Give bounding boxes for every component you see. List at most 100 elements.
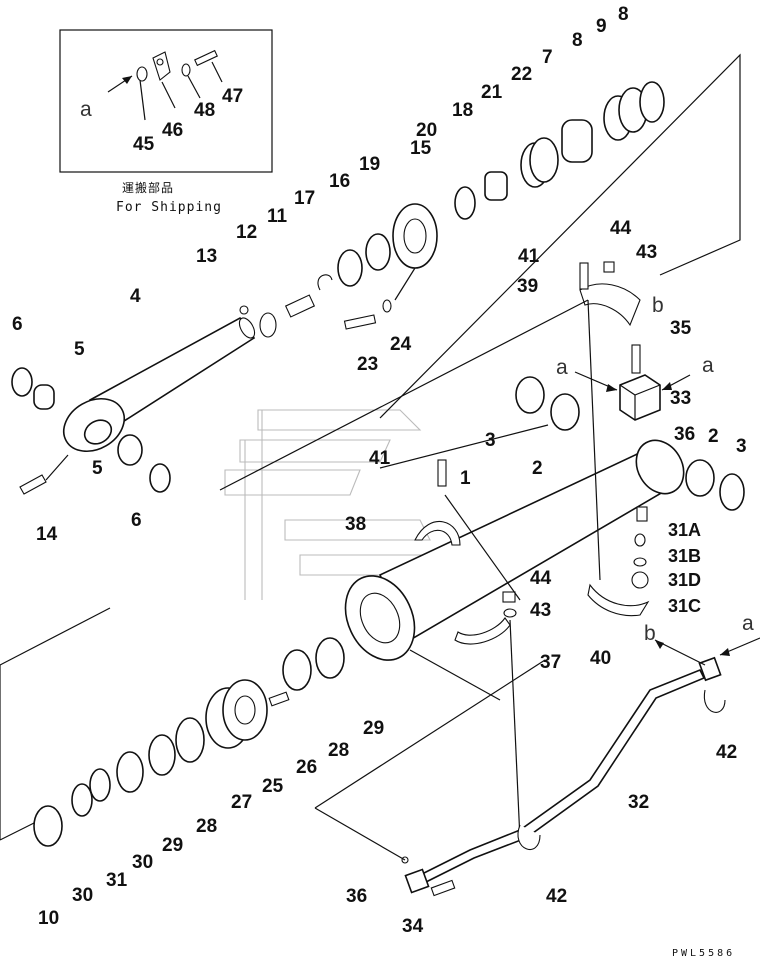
callout-24: 24: [390, 334, 412, 355]
clamp-40-icon: [587, 583, 650, 617]
pipe-32: [404, 656, 722, 894]
callout-32: 32: [628, 792, 649, 813]
shipping-caption-en: For Shipping: [116, 200, 222, 215]
callout-9: 9: [596, 16, 607, 37]
seal-27-icon: [175, 717, 205, 763]
callout-6b: 6: [131, 510, 142, 531]
callout-21: 21: [481, 82, 503, 103]
callout-3b: 3: [736, 436, 747, 457]
washer-43-low-icon: [503, 608, 517, 618]
shipping-caption-jp: 運搬部品: [122, 180, 174, 195]
clamp-38-icon: [414, 521, 461, 546]
plug-31a-icon: [636, 506, 648, 522]
callout-7: 7: [542, 47, 553, 68]
callout-44a: 44: [610, 218, 632, 239]
callout-14: 14: [36, 524, 58, 545]
bolt-34-icon: [430, 879, 456, 897]
washer-24-icon: [382, 299, 392, 313]
callout-36b: 36: [346, 886, 367, 907]
snap-ring-17-icon: [317, 274, 333, 291]
bushing-5a-icon: [33, 384, 55, 410]
callout-8b: 8: [618, 4, 629, 25]
callout-45: 45: [133, 134, 155, 155]
callout-31d: 31D: [668, 570, 701, 590]
callout-18: 18: [452, 100, 473, 121]
bolt-35-icon: [631, 344, 641, 374]
clamp-39-icon: [579, 283, 641, 327]
ring-8b-icon: [639, 81, 665, 123]
callout-22: 22: [511, 64, 532, 85]
view-marker-a-right: a: [702, 354, 714, 377]
bushing-2-right-icon: [685, 459, 715, 497]
bolt-41-top-icon: [579, 262, 589, 290]
callout-42b: 42: [546, 886, 567, 907]
callout-41a: 41: [518, 246, 540, 267]
dust-seal-3-top-icon: [550, 393, 580, 431]
nut-10-icon: [33, 805, 63, 847]
callout-5b: 5: [92, 458, 103, 479]
dust-seal-6b-icon: [149, 463, 171, 493]
screw-26-icon: [268, 691, 290, 707]
seal-19-icon: [365, 233, 391, 271]
callout-30a: 30: [132, 852, 153, 873]
ring-29-upper-icon: [315, 637, 345, 679]
callout-46: 46: [162, 120, 183, 141]
callout-37: 37: [540, 652, 561, 673]
callout-28a: 28: [328, 740, 349, 761]
bolt-47-icon: [194, 49, 218, 67]
ring-29-lower-icon: [116, 751, 144, 793]
callout-31: 31: [106, 870, 128, 891]
grease-fitting-13-icon: [239, 305, 249, 315]
valve-block-33: [619, 374, 661, 421]
leader-lower-frame: [0, 607, 111, 666]
callout-25: 25: [262, 776, 284, 797]
pin-11-icon: [284, 294, 316, 318]
ring-28-lower-icon: [148, 734, 176, 776]
washer-45-icon: [136, 66, 148, 82]
callout-33: 33: [670, 388, 691, 409]
callout-8a: 8: [572, 30, 583, 51]
shipping-inset: [59, 29, 273, 173]
callout-12: 12: [236, 222, 257, 243]
washer-48-icon: [181, 63, 191, 77]
callout-29b: 29: [162, 835, 183, 856]
view-marker-b-pipe: b: [644, 622, 656, 645]
callout-13: 13: [196, 246, 217, 267]
ring-12-icon: [259, 312, 277, 338]
callout-4: 4: [130, 286, 141, 307]
packing-7-icon: [561, 119, 593, 163]
callout-10: 10: [38, 908, 59, 929]
seal-20-icon: [454, 186, 476, 220]
dust-seal-3-right-icon: [719, 473, 745, 511]
leader-frame-rod: [379, 53, 741, 419]
bushing-5b-icon: [117, 434, 143, 466]
plug-31c-icon: [631, 571, 649, 589]
callout-39: 39: [517, 276, 538, 297]
callout-2a: 2: [532, 458, 543, 479]
callout-38: 38: [345, 514, 366, 535]
callout-5a: 5: [74, 339, 85, 360]
callout-15: 15: [410, 138, 432, 159]
callout-16: 16: [329, 171, 350, 192]
cylinder-tube-1: [344, 439, 685, 661]
ring-30-upper-icon: [89, 768, 111, 802]
ring-28-upper-icon: [282, 649, 312, 691]
callout-41b: 41: [369, 448, 391, 469]
callout-48: 48: [194, 100, 215, 121]
view-marker-b-top: b: [652, 294, 664, 317]
bushing-18-icon: [484, 171, 508, 201]
shipping-inset-frame: [59, 29, 273, 173]
callout-20: 20: [416, 120, 437, 141]
callout-43a: 43: [636, 242, 657, 263]
view-marker-a-pipe: a: [742, 612, 754, 635]
spring-31b-icon: [634, 533, 646, 547]
nut-44-low-icon: [502, 591, 516, 603]
o-ring-42-right-icon: [703, 689, 726, 713]
piston-25: [205, 679, 268, 749]
callout-43b: 43: [530, 600, 551, 621]
callout-17: 17: [294, 188, 315, 209]
view-marker-a-inset: a: [80, 98, 92, 121]
lock-plate-46-icon: [152, 51, 171, 81]
